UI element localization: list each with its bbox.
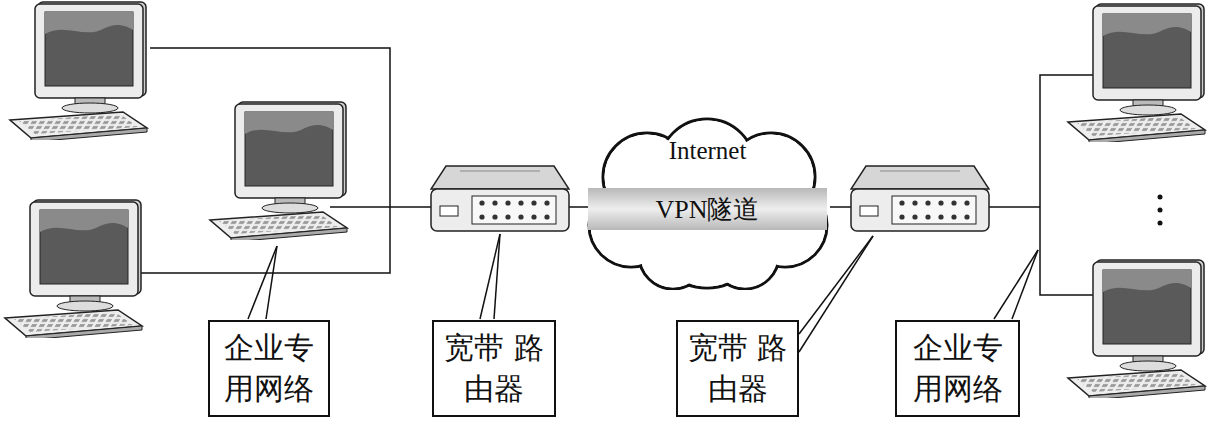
network-wires (140, 48, 390, 273)
callout-box: 企业专 用网络 (208, 320, 330, 417)
node-label: 企业专 用网络 (218, 328, 320, 409)
leader-lines (248, 246, 277, 319)
callout-box: 宽带 路由器 (676, 320, 799, 417)
internet-cloud: InternetVPN隧道 (585, 115, 830, 290)
cloud-fill (713, 223, 778, 288)
network-wires (569, 206, 590, 208)
node-label: 企业专 用网络 (905, 328, 1010, 409)
leader-lines (266, 246, 277, 319)
leader-lines (480, 234, 500, 319)
ellipsis-dots (1158, 208, 1163, 213)
cloud-fill (641, 223, 706, 288)
node-label: VPN隧道 (655, 192, 759, 227)
callout-box: 企业专 用网络 (895, 320, 1020, 417)
computer-icons (210, 102, 347, 242)
ellipsis-dots (1158, 195, 1163, 226)
network-wires (140, 48, 1095, 295)
ellipsis-dots (1158, 195, 1163, 200)
computer-icons (5, 2, 1205, 400)
node-label: 宽带 路由器 (442, 328, 546, 409)
computer-icons (5, 200, 142, 340)
router-icons (431, 166, 569, 231)
vpn-tunnel-band: VPN隧道 (588, 188, 827, 230)
network-wires (1040, 75, 1095, 295)
ellipsis-dots (1158, 221, 1163, 226)
node-label: 宽带 路由器 (686, 328, 789, 409)
network-wires (330, 206, 432, 208)
computer-icons (10, 2, 147, 142)
callout-box: 宽带 路由器 (432, 320, 556, 417)
network-wires (830, 206, 852, 208)
leader-lines (1012, 250, 1038, 319)
computer-icons (1068, 4, 1205, 144)
router-icons (851, 166, 989, 231)
node-label: Internet (585, 137, 830, 165)
leader-lines (494, 234, 500, 319)
leader-lines (994, 250, 1038, 319)
computer-icons (1068, 260, 1205, 400)
network-wires (989, 206, 1040, 208)
